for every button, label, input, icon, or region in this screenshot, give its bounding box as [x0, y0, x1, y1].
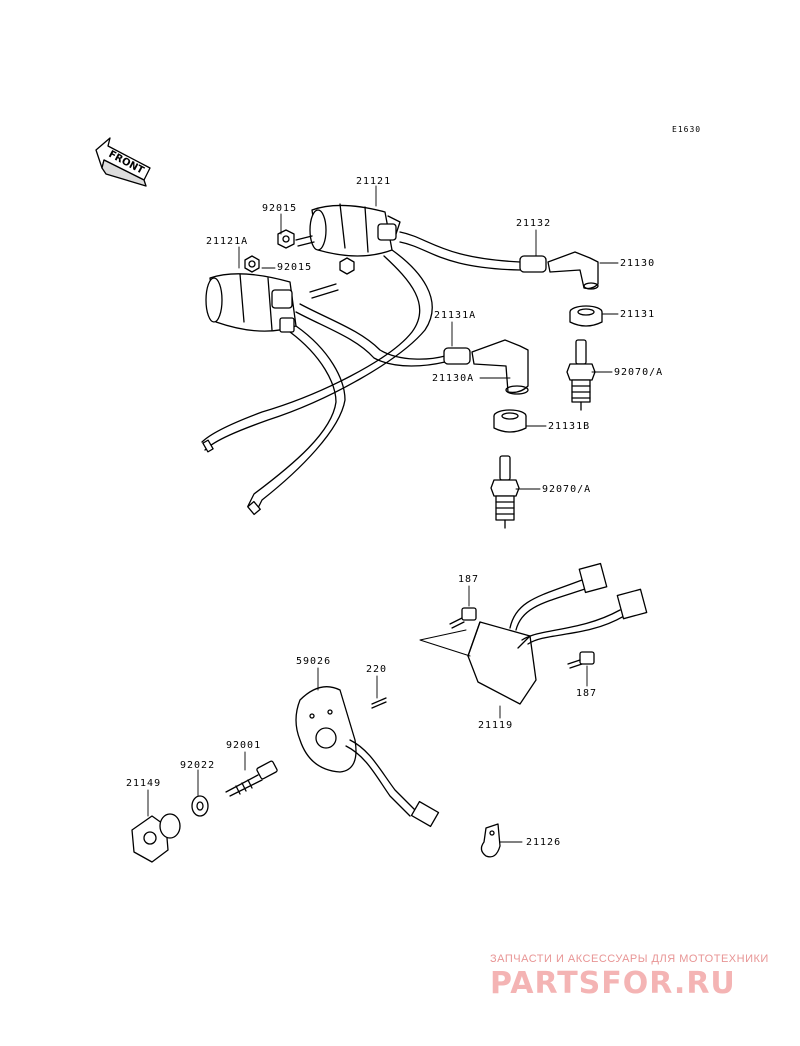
front-arrow-icon — [95, 137, 151, 187]
seal-21131B — [493, 409, 527, 433]
part-label-21119: 21119 — [478, 720, 514, 731]
part-label-21121A: 21121A — [206, 236, 249, 247]
part-label-92022: 92022 — [180, 760, 216, 771]
plug-cap-21130A — [443, 339, 529, 395]
watermark-tagline: ЗАПЧАСТИ И АКСЕССУАРЫ ДЛЯ МОТОТЕХНИКИ — [490, 953, 769, 965]
leader-lines — [147, 185, 619, 843]
watermark-logo: PARTSFOR.RU — [490, 966, 736, 1001]
seal-21131 — [569, 305, 603, 327]
part-label-92015-upper: 92015 — [262, 203, 298, 214]
part-label-21126: 21126 — [526, 837, 562, 848]
part-label-59026: 59026 — [296, 656, 332, 667]
part-label-21149: 21149 — [126, 778, 162, 789]
nut-92015-lower — [244, 255, 260, 273]
clamp-21126 — [480, 823, 501, 858]
plug-cap-21130 — [519, 251, 599, 290]
washer-92022 — [191, 795, 209, 817]
nut-92015-mid — [339, 257, 355, 275]
bolt-coil-lower — [309, 283, 339, 299]
part-label-187-upper: 187 — [458, 574, 480, 585]
diagram-code: E1630 — [672, 125, 702, 134]
part-label-92070A-upper: 92070/A — [614, 367, 664, 378]
part-label-187-lower: 187 — [576, 688, 598, 699]
part-label-92070A-lower: 92070/A — [542, 484, 592, 495]
pickup-plate — [295, 686, 440, 828]
igniter-unit — [419, 562, 648, 705]
bolt-187-upper — [449, 607, 477, 629]
bolt-92001 — [225, 760, 278, 797]
timing-advancer — [131, 813, 181, 863]
part-label-21132: 21132 — [516, 218, 552, 229]
ignition-coil-front — [205, 273, 297, 333]
part-label-92001: 92001 — [226, 740, 262, 751]
ignition-coil-rear — [309, 203, 401, 257]
part-label-21131B: 21131B — [548, 421, 591, 432]
part-label-21130A: 21130A — [432, 373, 475, 384]
part-label-21130: 21130 — [620, 258, 656, 269]
high-tension-leads — [201, 231, 521, 516]
bolt-187-lower — [567, 651, 595, 669]
part-label-220: 220 — [366, 664, 388, 675]
spark-plug-upper — [566, 339, 596, 411]
part-label-92015-lower: 92015 — [277, 262, 313, 273]
spark-plug-lower — [490, 455, 520, 529]
part-label-21131A: 21131A — [434, 310, 477, 321]
screw-220 — [371, 697, 387, 709]
bolt-coil-upper — [295, 235, 315, 247]
part-label-21131: 21131 — [620, 309, 656, 320]
part-label-21121: 21121 — [356, 176, 392, 187]
nut-92015-upper — [277, 229, 295, 249]
